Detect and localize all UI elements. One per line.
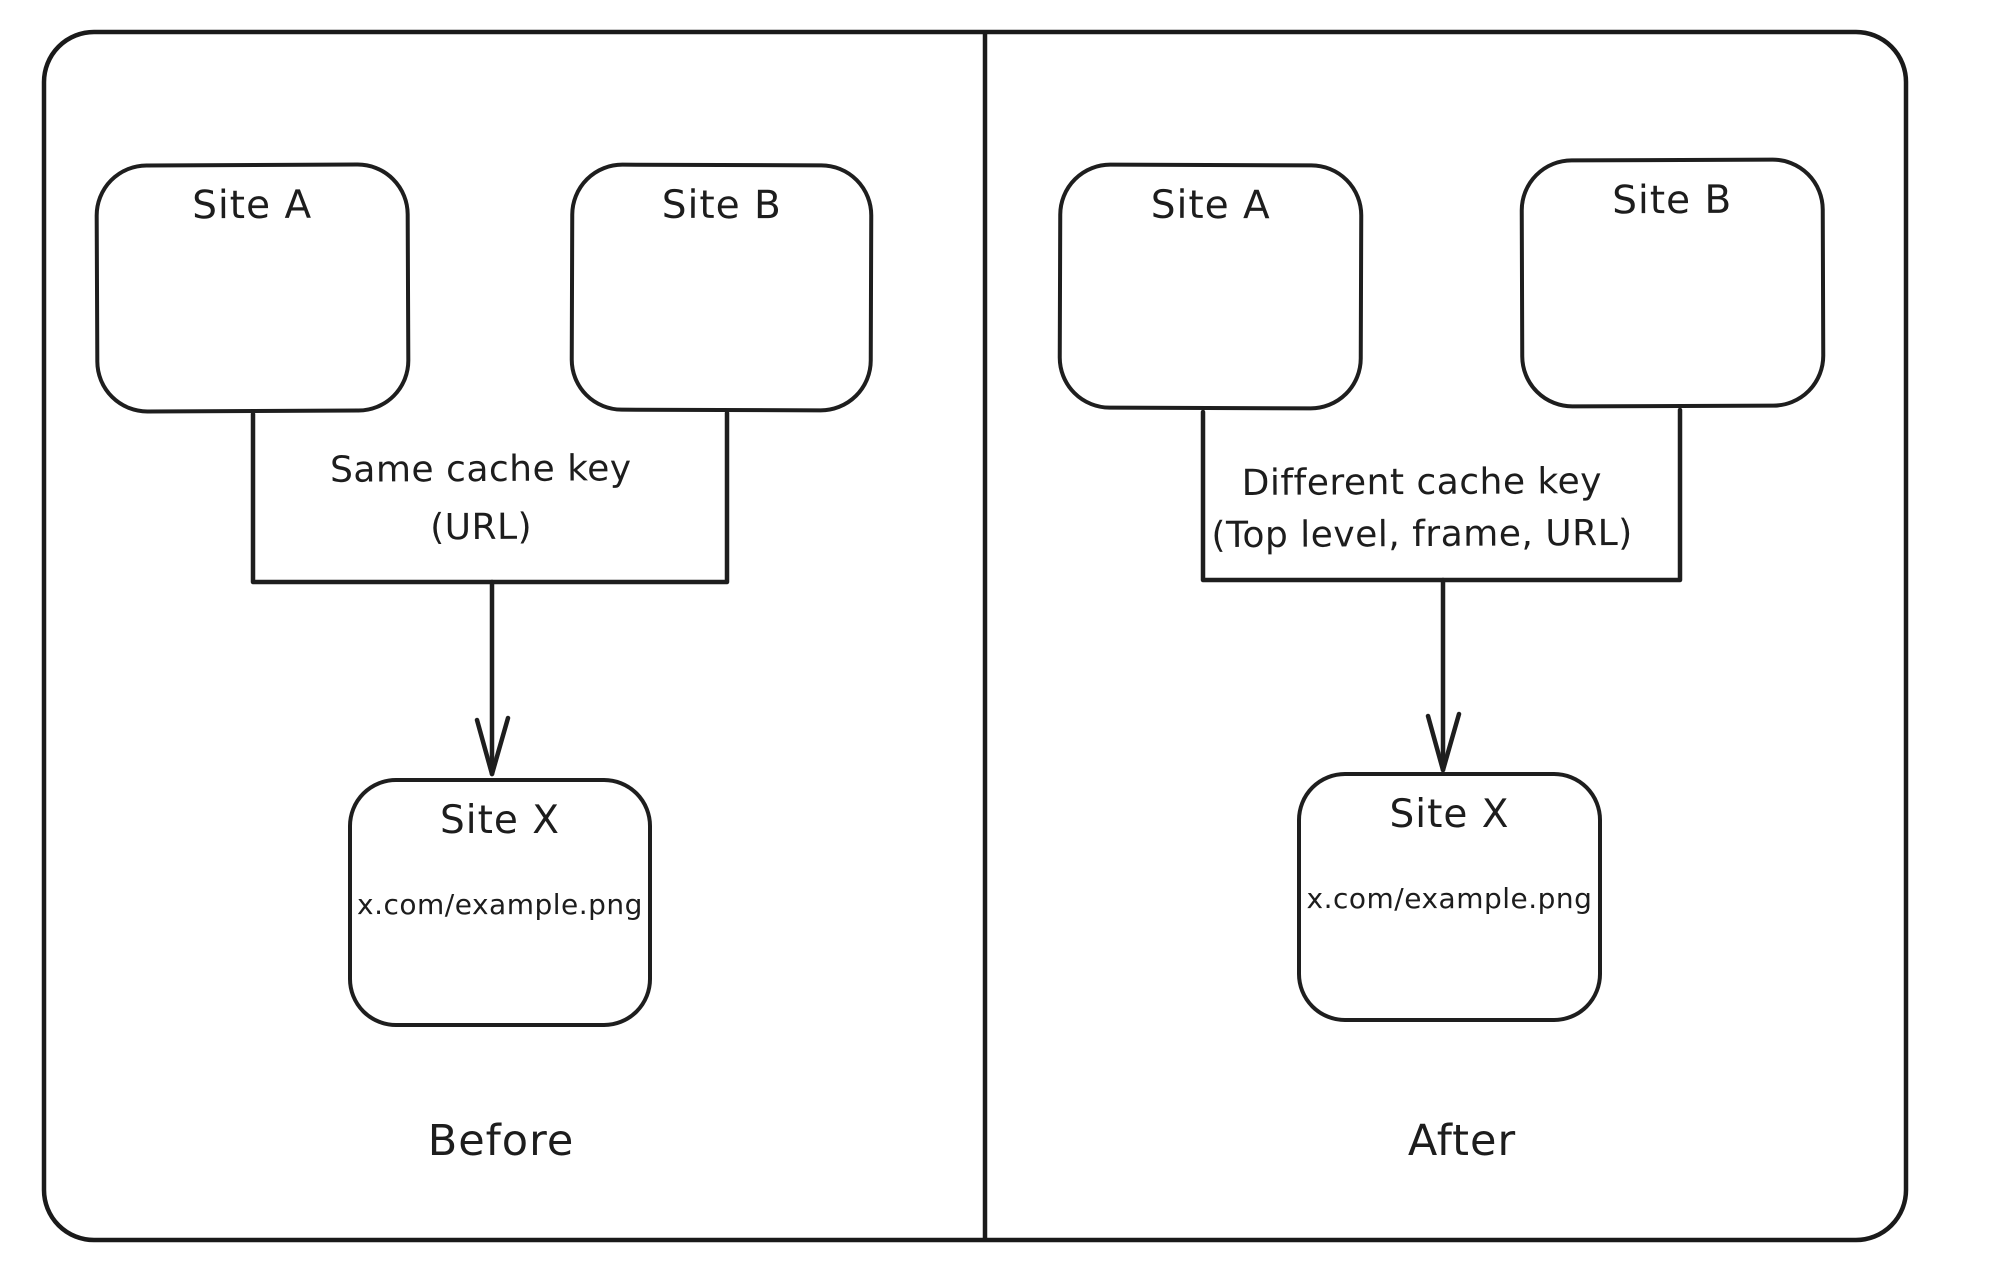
arrow-before (474, 579, 511, 777)
node-site-a-before: Site A (94, 162, 411, 414)
node-site-x-after: Site X x.com/example.png (1297, 772, 1602, 1022)
arrow-after (1425, 577, 1462, 773)
node-site-b-after-label: Site B (1612, 177, 1733, 224)
node-site-b-before: Site B (569, 162, 874, 413)
node-site-x-before-label: Site X (440, 798, 560, 843)
node-site-b-after: Site B (1519, 157, 1826, 409)
cache-key-label-after: Different cache key (Top level, frame, U… (1152, 456, 1693, 563)
caption-after: After (1407, 1116, 1517, 1166)
frame-border (41, 29, 1909, 1243)
node-site-a-after: Site A (1057, 162, 1364, 411)
cache-key-after-line2: (Top level, frame, URL) (1211, 512, 1633, 557)
cache-key-label-before: Same cache key (URL) (231, 440, 732, 559)
cache-key-before-line2: (URL) (430, 506, 533, 549)
node-site-a-after-label: Site A (1150, 182, 1271, 229)
node-site-x-before-url: x.com/example.png (357, 888, 643, 921)
node-site-x-after-url: x.com/example.png (1306, 882, 1593, 915)
node-site-x-before: Site X x.com/example.png (348, 778, 652, 1027)
node-site-a-before-label: Site A (192, 182, 313, 229)
cache-key-after-line1: Different cache key (1241, 461, 1603, 504)
caption-before: Before (427, 1116, 575, 1166)
node-site-b-before-label: Site B (661, 182, 782, 229)
node-site-x-after-label: Site X (1389, 792, 1510, 837)
cache-key-before-line1: Same cache key (329, 448, 632, 491)
